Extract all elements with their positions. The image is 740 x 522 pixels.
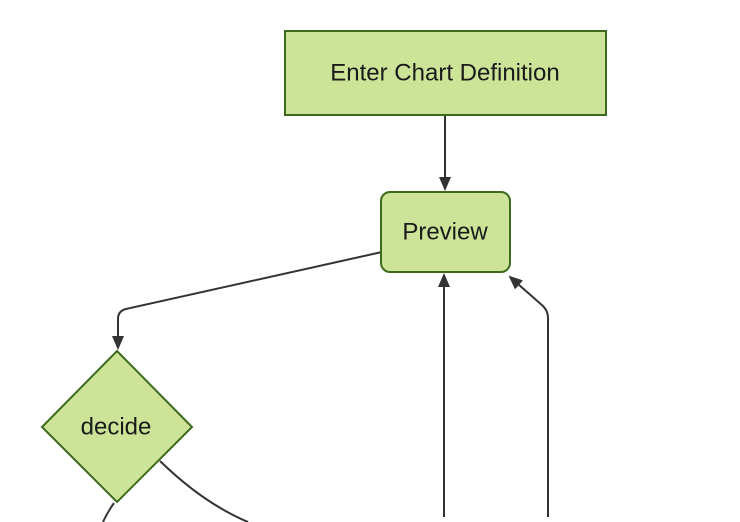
node-preview: Preview [380, 191, 511, 273]
node-decide-label: decide [81, 414, 152, 441]
edge-offscreen-bottom-right-to-preview [508, 275, 549, 517]
node-enter-chart-definition-label: Enter Chart Definition [330, 60, 559, 87]
edge-decide-to-offscreen-bottom [102, 502, 115, 522]
node-enter-chart-definition-shape [284, 30, 607, 116]
node-enter-chart-definition: Enter Chart Definition [284, 30, 607, 116]
node-preview-label: Preview [402, 219, 488, 246]
node-decide-shape [40, 349, 194, 504]
node-preview-shape [380, 191, 511, 273]
edge-preview-to-decide [112, 251, 383, 350]
edge-group [102, 116, 549, 522]
node-decide: decide [40, 349, 194, 504]
edge-decide-to-offscreen-bottom-right [159, 460, 249, 522]
